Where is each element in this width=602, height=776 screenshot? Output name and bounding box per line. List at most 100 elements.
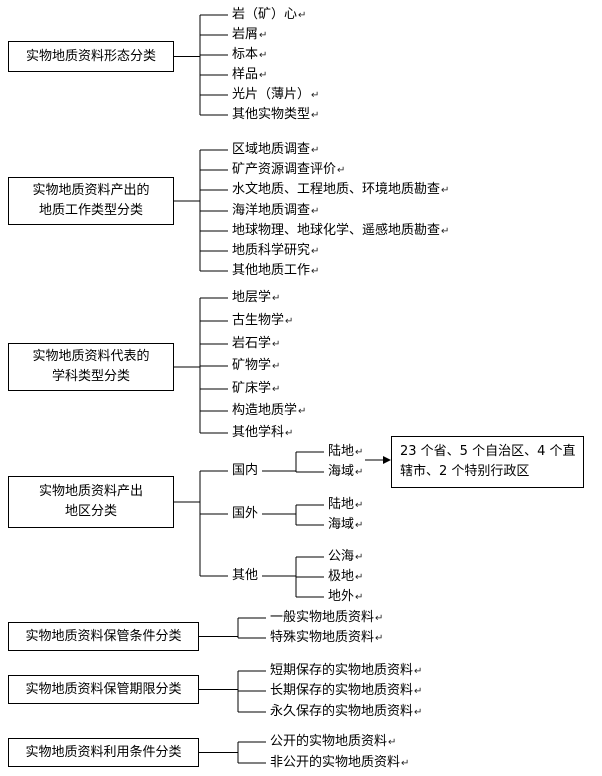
classification-item: 岩石学↵ bbox=[232, 335, 280, 354]
classification-item-text: 古生物学 bbox=[232, 313, 285, 328]
region-subgroup-1: 国内 bbox=[232, 462, 258, 480]
paragraph-mark-icon: ↵ bbox=[355, 500, 364, 511]
classification-item-text: 其他学科 bbox=[232, 425, 285, 440]
classification-item: 样品↵ bbox=[232, 66, 267, 85]
region-item: 地外↵ bbox=[328, 588, 363, 607]
region-subgroup-3: 其他 bbox=[232, 567, 258, 585]
classification-item: 地球物理、地球化学、遥感地质勘查↵ bbox=[232, 222, 449, 241]
paragraph-mark-icon: ↵ bbox=[441, 185, 450, 196]
paragraph-mark-icon: ↵ bbox=[355, 592, 364, 603]
classification-item-text: 构造地质学 bbox=[232, 403, 298, 418]
classification-item-text: 一般实物地质资料 bbox=[270, 610, 375, 625]
paragraph-mark-icon: ↵ bbox=[355, 467, 364, 478]
classification-item: 标本↵ bbox=[232, 46, 267, 65]
domestic-region-note: 23 个省、5 个自治区、4 个直辖市、2 个特别行政区 bbox=[391, 436, 584, 488]
paragraph-mark-icon: ↵ bbox=[355, 552, 364, 563]
classification-item: 一般实物地质资料↵ bbox=[270, 609, 383, 628]
paragraph-mark-icon: ↵ bbox=[375, 613, 384, 624]
category-box-6: 实物地质资料保管期限分类 bbox=[8, 675, 199, 704]
paragraph-mark-icon: ↵ bbox=[355, 447, 364, 458]
arrow-head-icon bbox=[383, 456, 391, 464]
region-subgroup-2-text: 国外 bbox=[232, 506, 259, 521]
classification-item: 矿床学↵ bbox=[232, 380, 280, 399]
paragraph-mark-icon: ↵ bbox=[355, 520, 364, 531]
paragraph-mark-icon: ↵ bbox=[311, 145, 320, 156]
category-box-6-line: 实物地质资料保管期限分类 bbox=[25, 681, 182, 697]
classification-item: 岩（矿）心↵ bbox=[232, 6, 306, 25]
region-item-text: 海域 bbox=[328, 464, 355, 479]
region-item-text: 公海 bbox=[328, 549, 355, 564]
paragraph-mark-icon: ↵ bbox=[375, 633, 384, 644]
classification-item: 其他地质工作↵ bbox=[232, 262, 319, 281]
region-item: 海域↵ bbox=[328, 463, 363, 482]
classification-item: 非公开的实物地质资料↵ bbox=[270, 754, 409, 773]
region-item-text: 极地 bbox=[328, 569, 355, 584]
category-box-7: 实物地质资料利用条件分类 bbox=[8, 738, 199, 767]
classification-item-text: 非公开的实物地质资料 bbox=[270, 755, 401, 770]
paragraph-mark-icon: ↵ bbox=[311, 266, 320, 277]
region-item-text: 陆地 bbox=[328, 444, 355, 459]
paragraph-mark-icon: ↵ bbox=[311, 90, 320, 101]
paragraph-mark-icon: ↵ bbox=[259, 30, 268, 41]
region-item: 陆地↵ bbox=[328, 443, 363, 462]
classification-item: 特殊实物地质资料↵ bbox=[270, 629, 383, 648]
category-box-1-line: 实物地质资料形态分类 bbox=[25, 48, 156, 64]
classification-item: 短期保存的实物地质资料↵ bbox=[270, 662, 422, 681]
region-item: 公海↵ bbox=[328, 548, 363, 567]
region-item: 陆地↵ bbox=[328, 496, 363, 515]
paragraph-mark-icon: ↵ bbox=[285, 316, 294, 327]
classification-item-text: 矿产资源调查评价 bbox=[232, 162, 337, 177]
classification-item: 海洋地质调查↵ bbox=[232, 202, 319, 221]
paragraph-mark-icon: ↵ bbox=[272, 293, 281, 304]
paragraph-mark-icon: ↵ bbox=[337, 165, 346, 176]
category-box-3-line: 实物地质资料代表的 bbox=[32, 349, 150, 364]
category-box-4: 实物地质资料产出地区分类 bbox=[8, 476, 174, 528]
category-box-2-line: 实物地质资料产出的 bbox=[32, 183, 150, 198]
classification-item-text: 地质科学研究 bbox=[232, 243, 311, 258]
region-subgroup-3-text: 其他 bbox=[232, 568, 259, 583]
paragraph-mark-icon: ↵ bbox=[311, 110, 320, 121]
classification-item: 永久保存的实物地质资料↵ bbox=[270, 703, 422, 722]
note-line: 辖市、2 个特别行政区 bbox=[400, 464, 530, 479]
classification-item-text: 地球物理、地球化学、遥感地质勘查 bbox=[232, 223, 441, 238]
region-subgroup-2: 国外 bbox=[232, 505, 258, 523]
paragraph-mark-icon: ↵ bbox=[414, 707, 423, 718]
classification-item: 公开的实物地质资料↵ bbox=[270, 733, 396, 752]
classification-item: 古生物学↵ bbox=[232, 312, 293, 331]
classification-item: 地层学↵ bbox=[232, 289, 280, 308]
classification-item-text: 水文地质、工程地质、环境地质勘查 bbox=[232, 182, 441, 197]
category-box-2-line: 地质工作类型分类 bbox=[38, 203, 143, 218]
classification-item-text: 光片（薄片） bbox=[232, 87, 311, 102]
classification-item-text: 岩（矿）心 bbox=[232, 7, 298, 22]
paragraph-mark-icon: ↵ bbox=[298, 406, 307, 417]
paragraph-mark-icon: ↵ bbox=[259, 70, 268, 81]
paragraph-mark-icon: ↵ bbox=[272, 384, 281, 395]
paragraph-mark-icon: ↵ bbox=[298, 10, 307, 21]
paragraph-mark-icon: ↵ bbox=[414, 686, 423, 697]
paragraph-mark-icon: ↵ bbox=[388, 737, 397, 748]
classification-item-text: 特殊实物地质资料 bbox=[270, 630, 375, 645]
category-box-3-line: 学科类型分类 bbox=[51, 369, 130, 384]
category-box-4-line: 实物地质资料产出 bbox=[38, 484, 143, 499]
classification-item: 其他学科↵ bbox=[232, 424, 293, 443]
paragraph-mark-icon: ↵ bbox=[311, 246, 320, 257]
classification-item-text: 短期保存的实物地质资料 bbox=[270, 663, 414, 678]
region-item-text: 海域 bbox=[328, 517, 355, 532]
paragraph-mark-icon: ↵ bbox=[401, 758, 410, 769]
category-box-1: 实物地质资料形态分类 bbox=[8, 41, 174, 72]
classification-item: 矿产资源调查评价↵ bbox=[232, 161, 345, 180]
category-box-2: 实物地质资料产出的地质工作类型分类 bbox=[8, 177, 174, 225]
paragraph-mark-icon: ↵ bbox=[311, 206, 320, 217]
classification-item: 构造地质学↵ bbox=[232, 402, 306, 421]
classification-item-text: 区域地质调查 bbox=[232, 142, 311, 157]
classification-item-text: 岩屑 bbox=[232, 27, 259, 42]
classification-item: 其他实物类型↵ bbox=[232, 106, 319, 125]
classification-item-text: 其他实物类型 bbox=[232, 107, 311, 122]
category-box-5: 实物地质资料保管条件分类 bbox=[8, 622, 199, 651]
classification-item-text: 矿物学 bbox=[232, 358, 272, 373]
paragraph-mark-icon: ↵ bbox=[272, 361, 281, 372]
classification-item: 水文地质、工程地质、环境地质勘查↵ bbox=[232, 181, 449, 200]
classification-item: 矿物学↵ bbox=[232, 357, 280, 376]
classification-item-text: 公开的实物地质资料 bbox=[270, 734, 388, 749]
